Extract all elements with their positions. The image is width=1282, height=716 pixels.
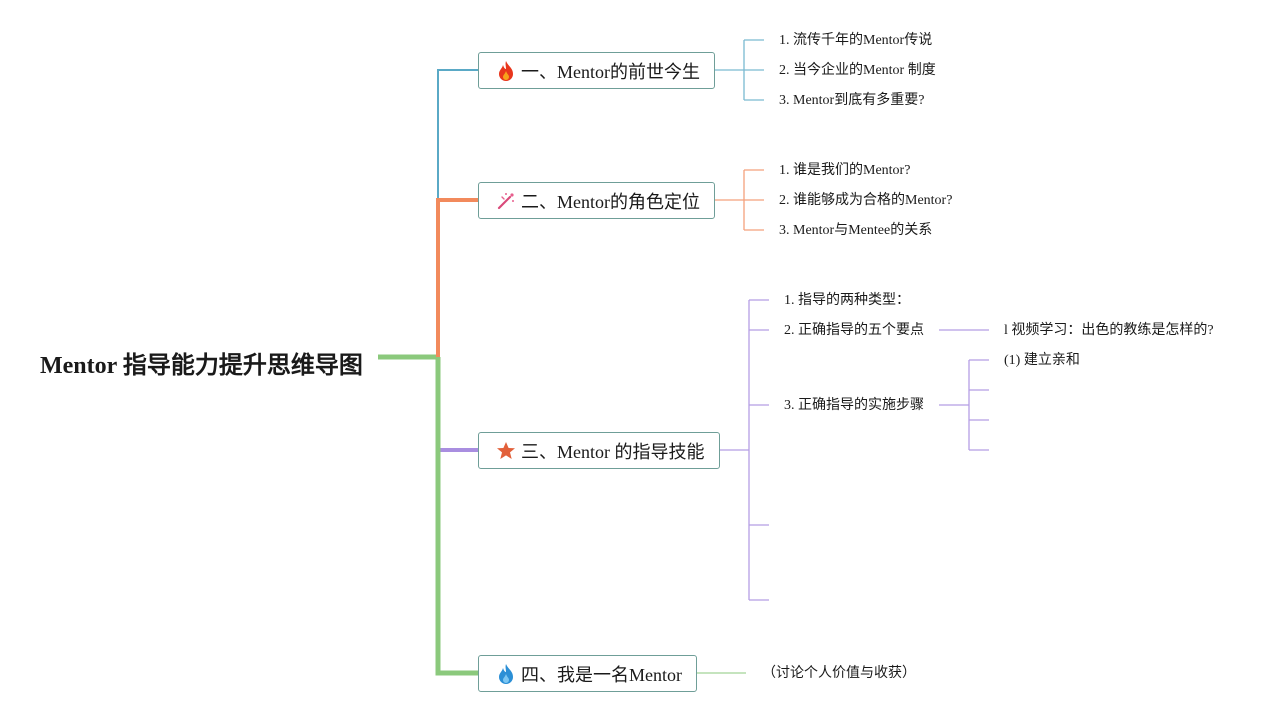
droplet-flame-icon	[495, 663, 517, 685]
fire-icon	[495, 60, 517, 82]
branch-4-item-1[interactable]: （讨论个人价值与收获）	[762, 666, 916, 681]
branch-2-item-2[interactable]: 2. 谁能够成为合格的Mentor?	[779, 193, 953, 208]
branch-3-item-2[interactable]: 2. 正确指导的五个要点	[784, 323, 924, 338]
branch-label-3: 三、Mentor 的指导技能	[521, 441, 705, 462]
branch-label-4: 四、我是一名Mentor	[521, 664, 682, 685]
branch-3-subitem-rapport[interactable]: (1) 建立亲和	[1004, 353, 1080, 368]
magic-wand-icon	[495, 190, 517, 212]
branch-1-item-2[interactable]: 2. 当今企业的Mentor 制度	[779, 63, 936, 78]
branch-label-2: 二、Mentor的角色定位	[521, 191, 700, 212]
branch-3-item-3[interactable]: 3. 正确指导的实施步骤	[784, 398, 924, 413]
branch-1-item-1[interactable]: 1. 流传千年的Mentor传说	[779, 33, 933, 48]
branch-node-2[interactable]: 二、Mentor的角色定位	[478, 182, 715, 219]
branch-3-item-1[interactable]: 1. 指导的两种类型：	[784, 293, 910, 308]
branch-2-item-3[interactable]: 3. Mentor与Mentee的关系	[779, 223, 933, 238]
branch-node-4[interactable]: 四、我是一名Mentor	[478, 655, 697, 692]
star-icon	[495, 440, 517, 462]
branch-node-1[interactable]: 一、Mentor的前世今生	[478, 52, 715, 89]
mindmap-root-title[interactable]: Mentor 指导能力提升思维导图	[40, 353, 363, 379]
branch-1-item-3[interactable]: 3. Mentor到底有多重要?	[779, 93, 925, 108]
branch-3-subitem-video[interactable]: l 视频学习：出色的教练是怎样的?	[1004, 323, 1214, 338]
branch-2-item-1[interactable]: 1. 谁是我们的Mentor?	[779, 163, 911, 178]
branch-node-3[interactable]: 三、Mentor 的指导技能	[478, 432, 720, 469]
branch-label-1: 一、Mentor的前世今生	[521, 61, 700, 82]
